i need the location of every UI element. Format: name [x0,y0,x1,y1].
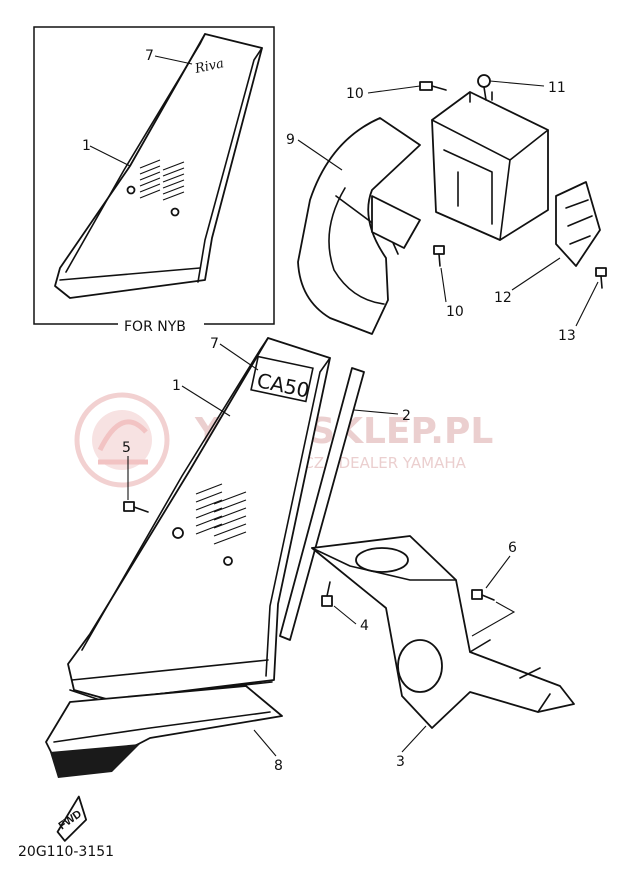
drawing-code: 20G110-3151 [18,844,114,860]
inset-label: FOR NYB [124,319,186,335]
screw-10-bottom-icon [433,245,445,267]
under-cover [311,535,575,729]
inset-leg-shield: Riva [54,33,263,299]
callout-7-inset: 7 [145,48,154,64]
inset-vent-slots [139,159,185,201]
inset-emblem: Riva [193,56,226,77]
callout-8: 8 [274,758,283,774]
leg-shield: CA50 [67,337,331,701]
callout-6: 6 [508,540,517,556]
fwd-arrow-icon: FWD [57,795,88,842]
callout-2: 2 [402,408,411,424]
watermark-logo-icon [74,392,170,488]
screw-13-icon [595,267,607,289]
callout-9: 9 [286,132,295,148]
callout-11: 11 [548,80,566,96]
vent-slots [195,483,247,545]
callout-1-inset: 1 [82,138,91,154]
screw-10-top-icon [419,81,447,91]
screw-5-icon [123,501,149,513]
callout-7-main: 7 [210,336,219,352]
callout-5: 5 [122,440,131,456]
callout-1-main: 1 [172,378,181,394]
lower-cover [45,685,283,778]
callout-10-bottom: 10 [446,304,464,320]
callout-3: 3 [396,754,405,770]
inset-box: FOR NYB Riva 1 7 [33,26,275,335]
callout-10-top: 10 [346,86,364,102]
screw-6-icon [471,589,495,601]
callout-4: 4 [360,618,369,634]
callout-13: 13 [558,328,576,344]
rear-fender-assembly [297,91,601,335]
callout-12: 12 [494,290,512,306]
trim-strip [279,367,365,641]
screw-4-icon [321,581,333,607]
